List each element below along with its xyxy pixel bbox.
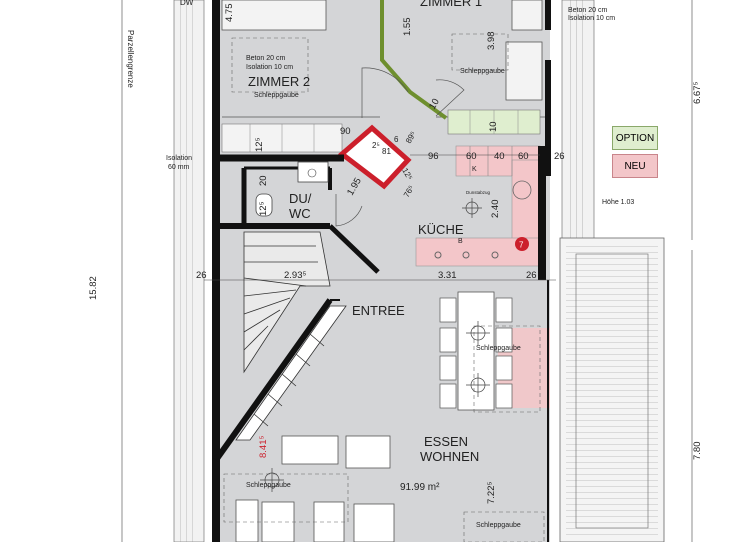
isolation-60-note: 60 mm	[168, 164, 190, 171]
shower	[297, 161, 329, 183]
dim-398: 3.98	[486, 32, 497, 51]
dim-26b: 26	[196, 270, 207, 281]
dunstabzug-note: Dunstabzug	[466, 190, 491, 195]
isolation-note-zimmer2: Isolation 10 cm	[246, 64, 293, 71]
dim-7225: 7.22⁵	[486, 482, 497, 504]
schleppgaube-note-2: Schleppgaube	[460, 68, 505, 75]
dim-10b: 10	[488, 121, 499, 132]
toilet	[255, 193, 273, 217]
schleppgaube-note-5: Schleppgaube	[476, 522, 521, 529]
beton-note-zimmer1: Beton 20 cm	[568, 7, 607, 14]
dim-2935: 2.93⁵	[284, 270, 306, 281]
dim-96: 96	[428, 151, 439, 162]
room-zimmer2-label: ZIMMER 2	[248, 74, 310, 89]
isolation-note: Isolation	[166, 155, 192, 162]
dim-26c: 26	[526, 270, 537, 281]
dim-20: 20	[258, 175, 269, 186]
hoehe-note: Höhe 1.03	[602, 199, 634, 206]
schleppgaube-note-3: Schleppgaube	[476, 345, 521, 352]
beton-note-zimmer2: Beton 20 cm	[246, 55, 285, 62]
door-bath	[335, 194, 363, 227]
dim-60b: 60	[518, 151, 529, 162]
dim-240: 2.40	[490, 200, 501, 219]
dim-125c: 12⁵	[258, 201, 269, 216]
dining-table	[457, 291, 495, 411]
bed-zimmer2	[221, 0, 327, 31]
dim-125a: 12⁵	[254, 137, 265, 152]
dim-26a: 26	[554, 151, 565, 162]
neu-wall-shaft	[338, 124, 412, 190]
dim-780: 7.80	[692, 442, 703, 461]
schleppgaube-note-4: Schleppgaube	[246, 482, 291, 489]
dim-1582: 15.82	[88, 276, 99, 300]
bed-zimmer1	[505, 41, 543, 101]
b-note: B	[458, 238, 463, 245]
door-zimmer1	[435, 79, 465, 117]
schleppgaube-note-1: Schleppgaube	[254, 92, 299, 99]
room-entree-label: ENTREE	[352, 303, 405, 318]
room-wohnen-label: WOHNEN	[420, 449, 479, 464]
room-essen-label: ESSEN	[424, 434, 468, 449]
dim-25: 2⁵	[372, 141, 380, 150]
dim-8415: 8.41⁵	[258, 436, 269, 458]
legend-option: OPTION	[612, 126, 658, 150]
isolation-note-zimmer1: Isolation 10 cm	[568, 15, 615, 22]
k-note: K	[472, 166, 477, 173]
room-wc-label: WC	[289, 206, 311, 221]
dim-10a: 10	[427, 97, 442, 112]
dw-note: DW	[180, 0, 194, 7]
dim-475: 4.75	[224, 4, 235, 23]
room-zimmer1-label: ZIMMER 1	[420, 0, 482, 9]
legend-neu: NEU	[612, 154, 658, 178]
parzellengrenze-label: Parzellengrenze	[126, 30, 135, 88]
dim-81: 81	[382, 147, 391, 156]
area-label: 91.99 m²	[400, 482, 440, 493]
option-wall	[380, 0, 448, 120]
dim-6: 6	[394, 135, 399, 144]
door-zimmer2	[361, 67, 409, 118]
sofa	[281, 435, 339, 465]
dim-331: 3.31	[438, 270, 457, 281]
dim-155: 1.55	[402, 18, 413, 37]
room-kueche-label: KÜCHE	[418, 222, 464, 237]
dim-90: 90	[340, 126, 351, 137]
dim-40: 40	[494, 151, 505, 162]
walls	[212, 0, 551, 542]
staircase	[235, 231, 347, 441]
room-du-label: DU/	[289, 191, 312, 206]
dim-6675: 6.67⁵	[692, 82, 703, 104]
dim-60a: 60	[466, 151, 477, 162]
position-badge-label: 7	[519, 241, 524, 250]
position-badge	[515, 237, 529, 251]
